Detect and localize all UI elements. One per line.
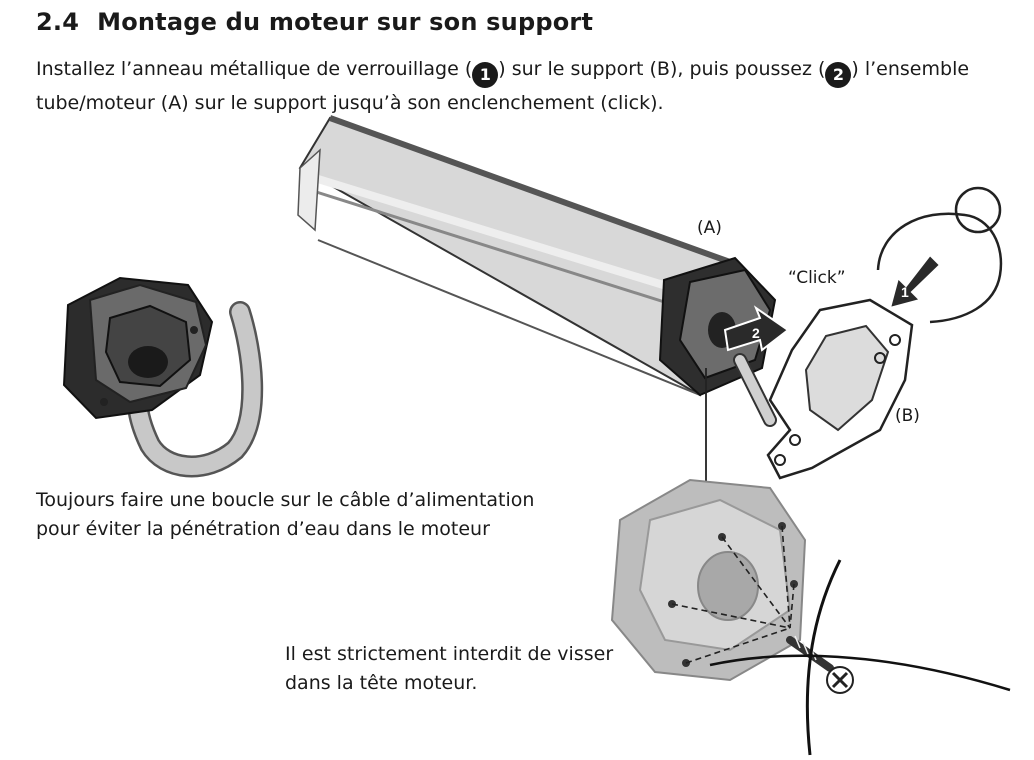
cable-loop-note: Toujours faire une boucle sur le câble d… xyxy=(36,489,535,540)
section-title: 2.4 Montage du moteur sur son support xyxy=(36,8,593,36)
arrow-step-2-label: 2 xyxy=(752,325,760,341)
no-screw-warning: Il est strictement interdit de visser da… xyxy=(285,643,614,694)
tube-motor-illustration xyxy=(297,115,777,427)
wall-line xyxy=(805,559,842,756)
instructions-part-3: ) l’ensemble tube/moteur (A) sur le supp… xyxy=(36,58,970,114)
bracket-illustration xyxy=(766,298,914,480)
label-bracket-b: (B) xyxy=(895,406,920,426)
forbidden-screw-icon xyxy=(786,635,854,694)
section-title-text: Montage du moteur sur son support xyxy=(97,8,594,36)
label-click: “Click” xyxy=(788,268,846,288)
instructions-part-1: Installez l’anneau métallique de verroui… xyxy=(36,58,473,80)
arrow-step-1: 1 xyxy=(888,253,942,310)
arrow-step-2: 2 xyxy=(723,305,790,352)
intro-instructions: Installez l’anneau métallique de verroui… xyxy=(36,54,1026,118)
arrow-step-1-label: 1 xyxy=(901,284,909,300)
step-2-badge: 2 xyxy=(825,62,852,88)
label-tube-motor-a: (A) xyxy=(697,218,722,238)
step-1-badge: 1 xyxy=(472,62,499,88)
cable-loop-illustration xyxy=(62,276,264,478)
instructions-part-2: ) sur le support (B), puis poussez ( xyxy=(498,58,826,80)
ceiling-line xyxy=(709,654,1011,692)
locking-ring-illustration xyxy=(876,186,1003,324)
section-number: 2.4 xyxy=(36,8,80,36)
motor-head-detail-illustration xyxy=(610,478,807,682)
